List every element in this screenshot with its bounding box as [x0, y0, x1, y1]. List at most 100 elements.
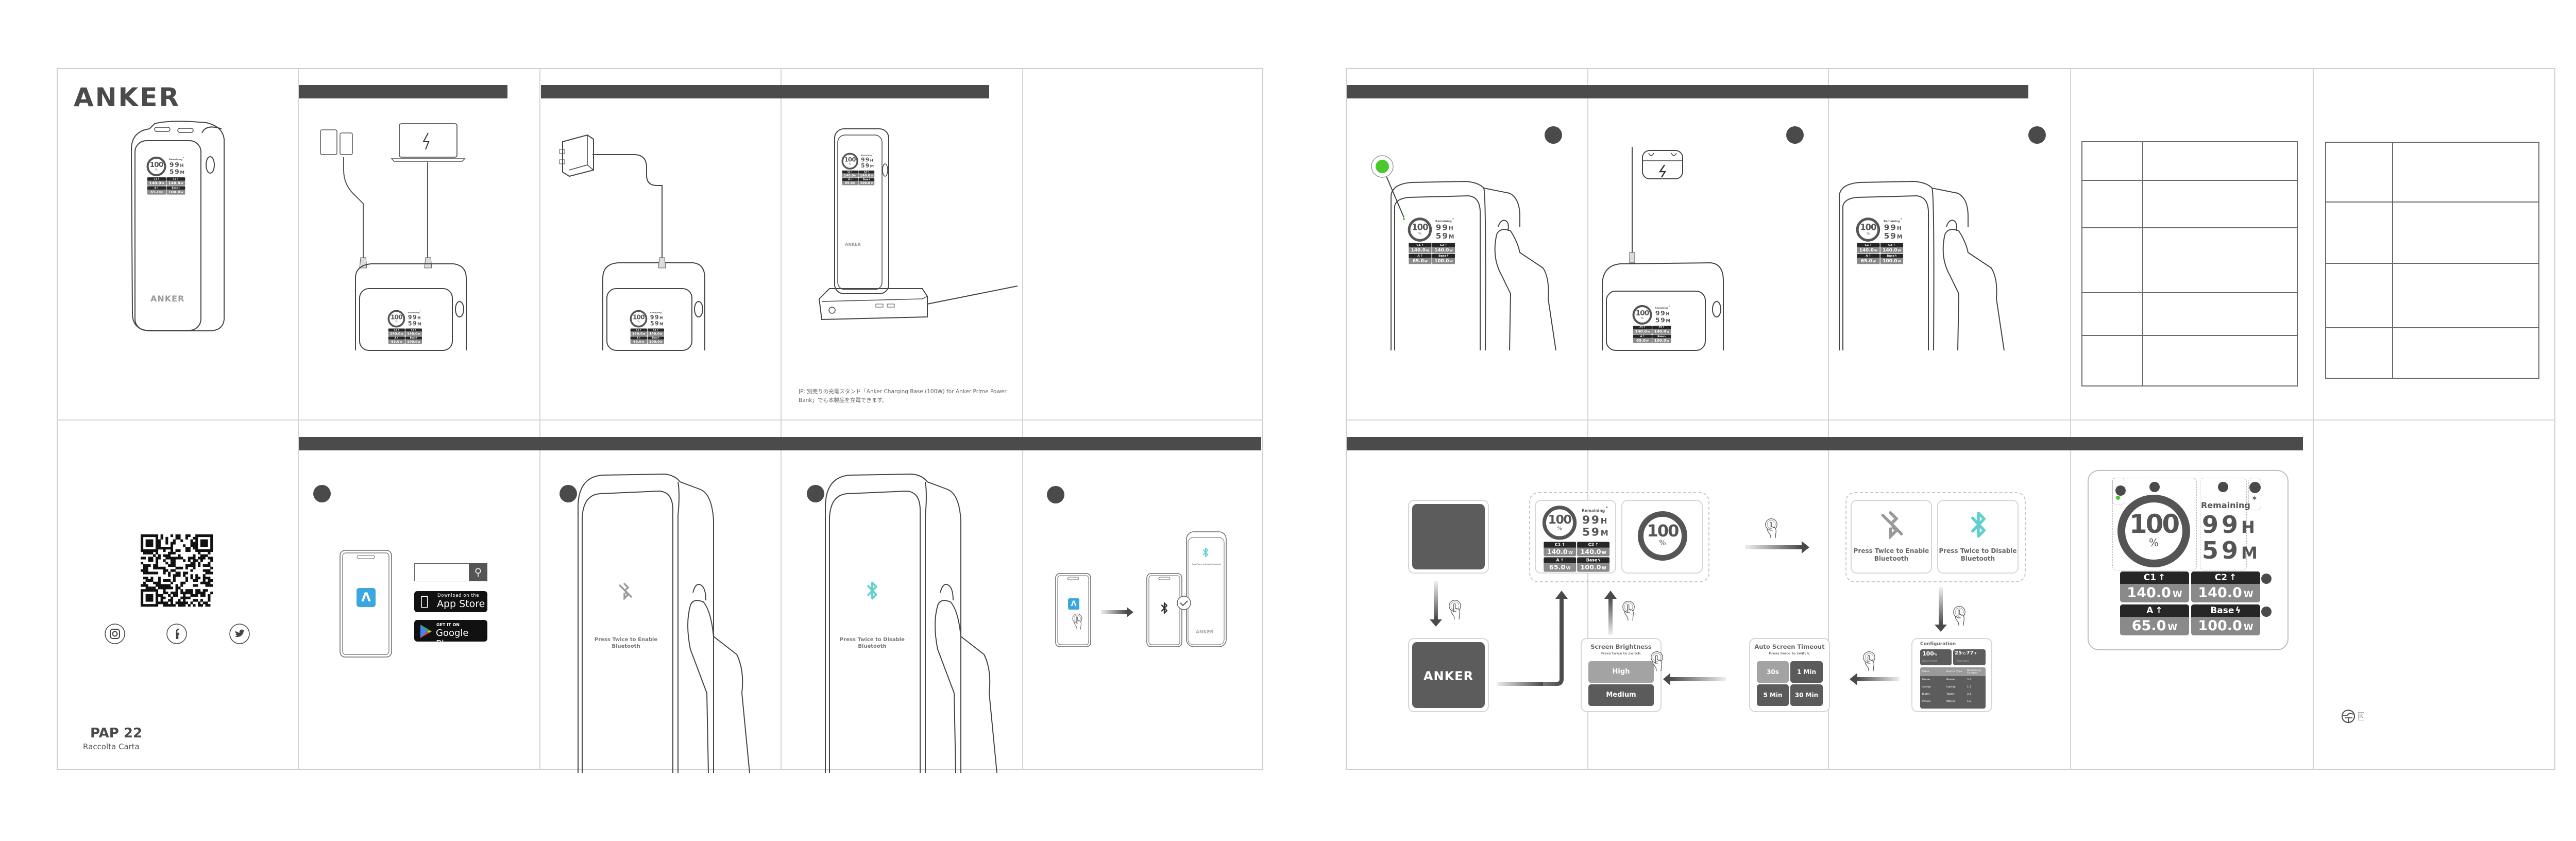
port-tiles: C1140.0W C2140.0W A65.0W Base100.0W	[630, 328, 664, 344]
hours-unit: H	[1896, 225, 1902, 232]
callout-marker	[2261, 574, 2272, 584]
port-tile-base: Base100.0W	[405, 336, 422, 344]
power-indicator-illustration	[1371, 155, 1556, 351]
callout-marker	[2249, 482, 2261, 493]
port-power: 65.0	[1860, 258, 1872, 264]
remaining-hours: 99H	[1582, 514, 1607, 527]
power-bank-screen: 100 % Remaining ∗ 99H 59M C1140.0W C2140…	[1856, 216, 1904, 264]
port-label: A	[1556, 558, 1560, 563]
twitter-icon[interactable]	[229, 624, 250, 644]
minutes-value: 59	[1435, 231, 1449, 241]
anker-app-icon[interactable]: Λ	[1068, 598, 1079, 610]
facebook-icon[interactable]	[166, 624, 187, 644]
port-label: A	[1640, 334, 1642, 338]
qr-code[interactable]	[141, 534, 213, 607]
port-unit: W	[2243, 590, 2253, 600]
port-label: C1	[1639, 326, 1643, 329]
minutes-unit: M	[1666, 318, 1670, 324]
timeout-option[interactable]: 30 Min	[1790, 684, 1823, 706]
remaining-label: Remaining	[650, 311, 662, 314]
home-screens-group	[1529, 492, 1709, 582]
port-tile-c2: C2140.0W	[405, 328, 422, 336]
power-bank-screen: 100 % Remaining ∗ 99H 59M C1140.0W C2140…	[1408, 216, 1455, 264]
app-store-text: App Store	[437, 598, 485, 610]
arrow-up-icon	[2227, 573, 2236, 583]
brightness-option-medium[interactable]: Medium	[1588, 684, 1654, 706]
battery-ring: 100 %	[387, 310, 405, 328]
instagram-icon[interactable]	[105, 624, 125, 644]
port-unit: W	[870, 182, 873, 185]
port-power: 140.0	[1434, 247, 1449, 253]
port-unit: W	[1897, 260, 1901, 263]
arrow-up-icon	[2156, 573, 2165, 583]
callout-outline	[2200, 478, 2247, 570]
port-power: 140.0	[389, 331, 401, 336]
divider	[2070, 68, 2071, 770]
percent-unit: %	[395, 320, 398, 323]
bluetooth-enable-text: Press Twice to Enable Bluetooth	[594, 637, 658, 649]
port-tile-a: A65.0W	[842, 178, 858, 186]
port-tile-base: Base100.0W	[858, 178, 875, 186]
divider	[2313, 68, 2314, 770]
port-power: 140.0	[168, 181, 180, 186]
remaining-label: Remaining	[860, 154, 872, 157]
percent-unit: %	[637, 320, 640, 323]
blank-screen	[1412, 504, 1485, 569]
arrow-up-icon	[851, 171, 853, 173]
port-power: 65.0	[1549, 563, 1566, 571]
port-unit: W	[2243, 623, 2253, 633]
search-icon[interactable]: ⚲	[469, 563, 487, 581]
minutes-unit: M	[1600, 528, 1608, 538]
port-tile-c1: C1140.0W	[147, 177, 166, 186]
lightning-icon	[1894, 254, 1896, 258]
step-number-3	[807, 485, 824, 502]
port-power: 140.0	[407, 331, 418, 336]
port-tiles: C1140.0W C2140.0W A65.0W Base100.0W	[2120, 571, 2260, 635]
divider	[1346, 419, 2555, 420]
phone-illustration	[340, 550, 392, 658]
timeout-option[interactable]: 30s	[1757, 661, 1789, 683]
port-power: 65.0	[844, 181, 853, 185]
port-power: 100.0	[2198, 618, 2242, 634]
bluetooth-on-icon	[867, 581, 877, 600]
arrow-up-icon	[639, 329, 641, 331]
remaining-hours: 99H	[2202, 513, 2255, 539]
brightness-hint: Press twice to switch.	[1600, 651, 1642, 655]
flow-arrows	[1430, 541, 1947, 686]
app-store-badge[interactable]:  Download on the App Store	[414, 591, 487, 612]
temperature-label: Temperature	[1956, 660, 1970, 662]
port-label: Base	[2210, 605, 2234, 616]
port-unit: W	[1646, 339, 1649, 343]
lightning-icon	[178, 187, 180, 189]
port-power: 140.0	[843, 173, 854, 177]
port-tile-c2: C2140.0W	[1577, 542, 1610, 557]
bluetooth-enable-card: Press Twice to Enable Bluetooth	[1851, 500, 1932, 574]
timeout-option[interactable]: 1 Min	[1790, 661, 1823, 683]
arrow-up-icon	[1560, 558, 1564, 562]
battery-health-value: 100	[1922, 650, 1934, 657]
port-unit: W	[854, 174, 857, 177]
port-unit: W	[643, 332, 646, 335]
temperature-f-unit: °F	[1973, 652, 1977, 655]
port-power: 100.0	[1883, 258, 1897, 264]
port-unit: W	[1897, 249, 1901, 253]
port-power: 140.0	[1883, 247, 1897, 253]
port-label: C2	[411, 328, 414, 331]
remaining-minutes: 59M	[1582, 526, 1608, 539]
anker-app-icon[interactable]: Λ	[357, 588, 376, 607]
port-power: 65.0	[1636, 338, 1646, 343]
percent-unit: %	[849, 162, 851, 165]
battery-percent: 100	[1412, 222, 1428, 232]
port-tiles: C1140.0W C2140.0W A65.0W Base100.0W	[147, 177, 185, 195]
port-power: 140.0	[149, 181, 161, 186]
timeout-option[interactable]: 5 Min	[1757, 684, 1789, 706]
step-number-1	[313, 485, 331, 502]
battery-percent: 100	[1860, 222, 1876, 232]
google-play-badge[interactable]: GET IT ON Google Play	[414, 620, 487, 649]
battery-health-label: Battery Health	[1922, 660, 1938, 662]
port-unit: W	[1449, 249, 1453, 253]
brightness-option-high[interactable]: High	[1588, 661, 1654, 683]
remaining-label: Remaining	[408, 311, 420, 314]
